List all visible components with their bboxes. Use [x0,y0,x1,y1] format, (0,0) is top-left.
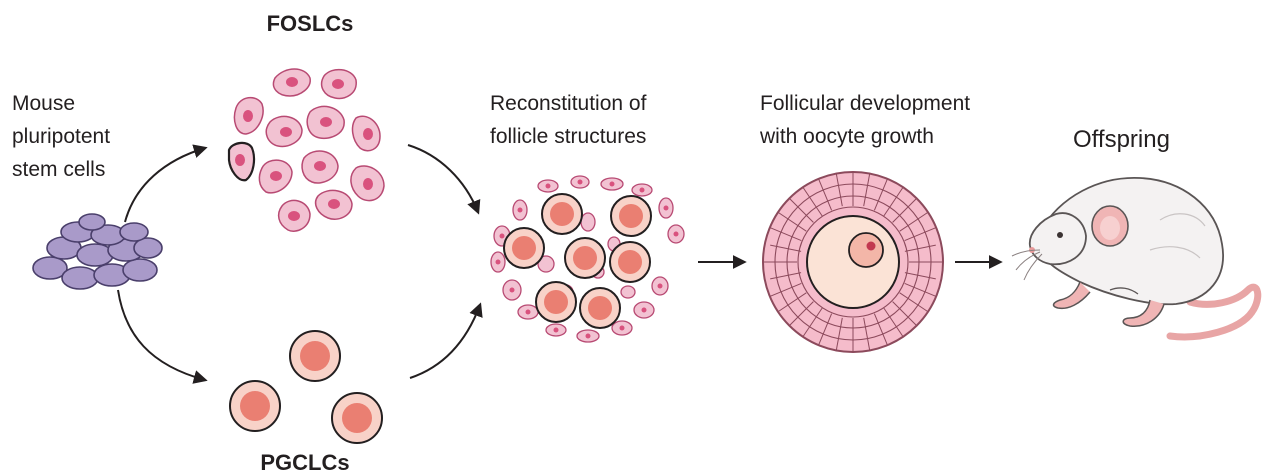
reconstituted-follicles [491,176,684,342]
developing-follicle [763,172,943,352]
reconstitution-label-line1: Reconstitution of [490,92,647,115]
arrow-foslcs-to-follicle [408,145,478,212]
mouse-label-line1: Mouse [12,92,75,115]
mouse-label-line2: pluripotent [12,125,110,148]
mouse-label-line3: stem cells [12,158,105,181]
arrow-stem-to-pgclcs [118,290,205,380]
foslcs-cells [229,69,384,231]
offspring-label: Offspring [1073,126,1170,153]
pgclcs-cells [230,331,382,443]
follicular-label-line2: with oocyte growth [759,125,934,148]
arrow-stem-to-foslcs [125,148,205,222]
offspring-mouse-illustration [1012,178,1258,337]
arrow-pgclcs-to-follicle [410,305,480,378]
pgclcs-label: PGCLCs [260,450,349,475]
follicular-label-line1: Follicular development [760,92,970,115]
reconstitution-label-line2: follicle structures [490,125,646,148]
stem-cell-cluster [33,214,162,289]
foslcs-label: FOSLCs [267,11,354,36]
